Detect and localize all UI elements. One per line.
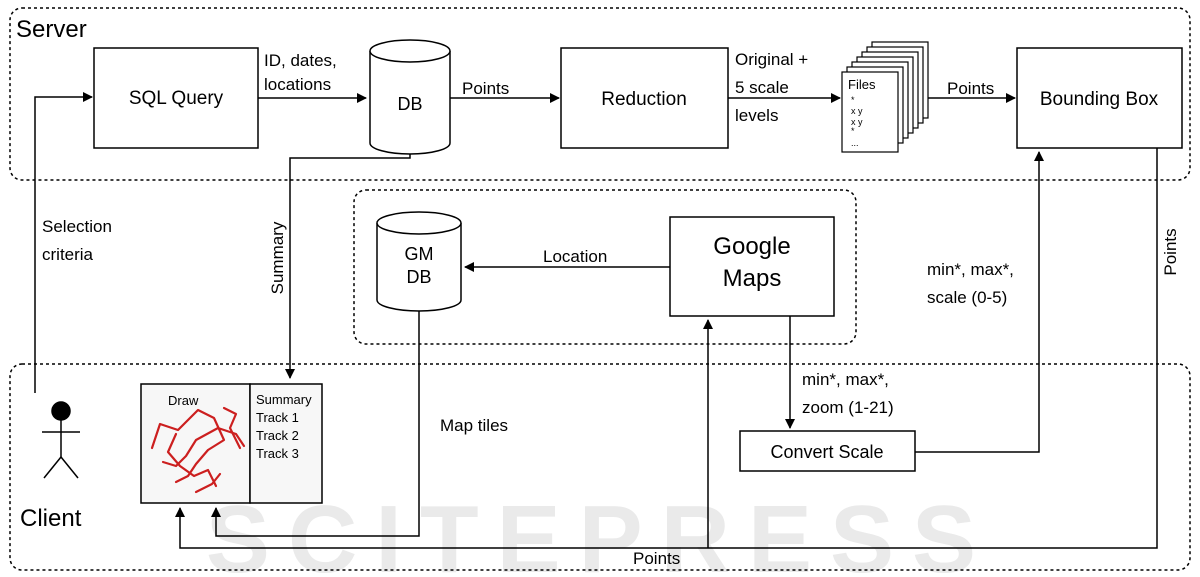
watermark: SCITEPRESS xyxy=(206,486,994,577)
edge-label-db-reduction: Points xyxy=(462,79,509,98)
edge-label-reduction-files: 5 scale xyxy=(735,78,789,97)
db-cylinder xyxy=(369,39,451,155)
edge-label-convert-bbox: scale (0-5) xyxy=(927,288,1007,307)
convert-scale-box xyxy=(739,430,916,472)
files-stack xyxy=(841,41,929,153)
bounding-box-box xyxy=(1016,47,1183,149)
files-title: Files xyxy=(848,77,876,92)
edge-label-map-tiles: Map tiles xyxy=(440,416,508,435)
gm-db-label: GM xyxy=(405,244,434,264)
reduction-label: Reduction xyxy=(601,89,687,110)
gm-db-label: DB xyxy=(406,267,431,287)
edge-label-selection: criteria xyxy=(42,245,94,264)
edge-label-files-bbox: Points xyxy=(947,79,994,98)
track-list-item: Track 2 xyxy=(256,428,299,443)
db-label: DB xyxy=(397,94,422,114)
server-region xyxy=(9,7,1191,181)
edge-label-bottom-points: Points xyxy=(633,549,680,568)
gm-db-cylinder xyxy=(376,211,462,312)
google-maps-region xyxy=(353,189,857,345)
edge-label-summary: Summary xyxy=(268,221,287,294)
files-line: * xyxy=(851,95,855,105)
files-line: * xyxy=(851,126,855,136)
convert-scale-label: Convert Scale xyxy=(770,442,883,462)
summary-arrow xyxy=(285,154,411,379)
edge-label-location: Location xyxy=(543,247,607,266)
edge-label-reduction-files: levels xyxy=(735,106,778,125)
drawn-tracks xyxy=(150,406,246,494)
track-list-panel xyxy=(249,383,323,504)
track-list-item: Track 3 xyxy=(256,446,299,461)
google-maps-label: Google xyxy=(713,233,790,260)
track-list-item: Track 1 xyxy=(256,410,299,425)
edge-label-reduction-files: Original + xyxy=(735,50,808,69)
files-line: ... xyxy=(851,138,859,148)
user-figure xyxy=(42,401,80,479)
edge-label-maps-convert: min*, max*, xyxy=(802,370,889,389)
sql-query-box xyxy=(93,47,259,149)
edge-label-sql-db: ID, dates, xyxy=(264,51,337,70)
client-label: Client xyxy=(20,505,82,532)
bounding-box-label: Bounding Box xyxy=(1040,89,1159,110)
track-list-item: Summary xyxy=(256,392,312,407)
files-line: x y xyxy=(851,117,863,127)
draw-panel xyxy=(140,383,251,504)
selection-criteria-arrow xyxy=(34,92,93,393)
edge-label-sql-db: locations xyxy=(264,75,331,94)
reduction-box xyxy=(560,47,729,149)
draw-label: Draw xyxy=(168,393,199,408)
server-label: Server xyxy=(16,16,87,43)
files-line: x y xyxy=(851,106,863,116)
bbox-points-arrow xyxy=(175,148,1158,549)
edge-label-selection: Selection xyxy=(42,217,112,236)
sql-query-label: SQL Query xyxy=(129,88,224,109)
map-tiles-arrow xyxy=(211,311,420,537)
edge-label-bbox-points: Points xyxy=(1161,228,1180,275)
convert-to-bbox-arrow xyxy=(915,151,1044,453)
google-maps-label: Maps xyxy=(723,265,782,292)
edge-label-convert-bbox: min*, max*, xyxy=(927,260,1014,279)
edge-label-maps-convert: zoom (1-21) xyxy=(802,398,894,417)
client-region xyxy=(9,363,1191,571)
